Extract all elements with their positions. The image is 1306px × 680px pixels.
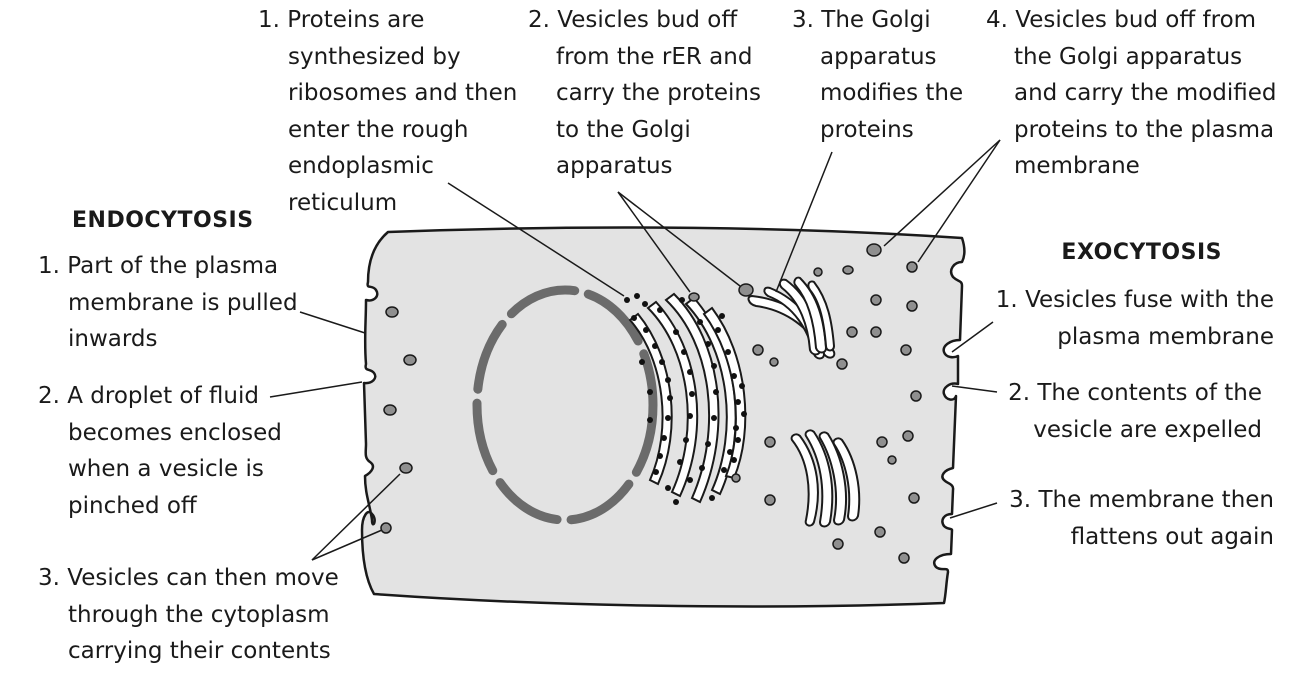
exocytosis-step-3: 3. The membrane then flattens out again [1009, 482, 1274, 555]
endocytosis-step-3: 3. Vesicles can then move through the cy… [38, 560, 339, 670]
step-text: reticulum [288, 189, 398, 216]
step-text: pinched off [68, 492, 197, 519]
step-text: synthesized by [288, 43, 461, 70]
endocytosis-heading: ENDOCYTOSIS [72, 208, 254, 233]
step-text: apparatus [556, 153, 673, 179]
step-number: 3. [792, 7, 814, 33]
step-text: becomes enclosed [68, 419, 282, 446]
step-number: 3. [1009, 487, 1032, 513]
step-number: 1. [38, 253, 60, 279]
step-text: Vesicles fuse with the [1025, 287, 1274, 313]
step-text: Vesicles bud off from [1015, 7, 1257, 33]
exocytosis-heading: EXOCYTOSIS [1061, 240, 1222, 265]
exocytosis-step-2: 2. The contents of the vesicle are expel… [1008, 375, 1262, 448]
step-text: and carry the modified [1014, 80, 1277, 106]
step-text: carry the proteins [556, 80, 761, 106]
step-number: 2. [38, 383, 60, 409]
vesicles [380, 243, 922, 564]
secretion-step-3: 3. The Golgi apparatus modifies the prot… [792, 2, 963, 148]
step-text: Part of the plasma [67, 253, 279, 279]
secretion-step-4: 4. Vesicles bud off from the Golgi appar… [986, 2, 1277, 185]
endocytosis-step-2: 2. A droplet of fluid becomes enclosed w… [38, 378, 282, 524]
step-text: Proteins are [287, 7, 425, 33]
step-text: inwards [68, 326, 158, 352]
golgi-apparatus [747, 276, 836, 360]
step-text: proteins to the plasma [1014, 116, 1275, 143]
exocytosis-step-1: 1. Vesicles fuse with the plasma membran… [996, 282, 1274, 355]
step-text: The contents of the [1037, 380, 1262, 406]
step-number: 2. [528, 7, 550, 33]
ribosomes [624, 293, 747, 505]
step-text: carrying their contents [68, 638, 331, 664]
secretion-step-1: 1. Proteins are synthesized by ribosomes… [258, 2, 517, 221]
step-text: the Golgi apparatus [1014, 43, 1243, 70]
step-number: 3. [38, 565, 60, 591]
step-number: 1. [258, 7, 280, 33]
step-text: apparatus [820, 43, 937, 70]
step-text: membrane [1014, 153, 1140, 179]
step-text: membrane is pulled [68, 289, 298, 316]
step-text: The Golgi [821, 7, 931, 33]
secretion-step-2: 2. Vesicles bud off from the rER and car… [528, 2, 761, 185]
step-text: flattens out again [1070, 523, 1274, 550]
step-text: through the cytoplasm [68, 601, 330, 628]
step-text: from the rER and [556, 43, 753, 70]
step-text: Vesicles can then move [67, 565, 339, 591]
leader-lines [269, 139, 1001, 561]
step-text: endoplasmic [288, 153, 434, 179]
golgi-apparatus-lower [790, 429, 861, 528]
step-text: modifies the [820, 80, 964, 106]
step-text: The membrane then [1038, 487, 1274, 513]
endocytosis-step-1: 1. Part of the plasma membrane is pulled… [38, 248, 298, 358]
step-text: Vesicles bud off [557, 7, 738, 33]
step-text: vesicle are expelled [1033, 416, 1262, 443]
step-number: 2. [1008, 380, 1031, 406]
step-text: enter the rough [288, 116, 469, 143]
step-text: ribosomes and then [288, 80, 518, 106]
step-text: when a vesicle is [68, 456, 264, 482]
step-text: proteins [820, 116, 914, 143]
step-number: 1. [995, 287, 1018, 313]
step-text: to the Golgi [556, 116, 691, 143]
step-text: plasma membrane [1057, 323, 1274, 350]
step-text: A droplet of fluid [67, 383, 259, 409]
nucleus [472, 285, 658, 525]
step-number: 4. [986, 7, 1008, 33]
